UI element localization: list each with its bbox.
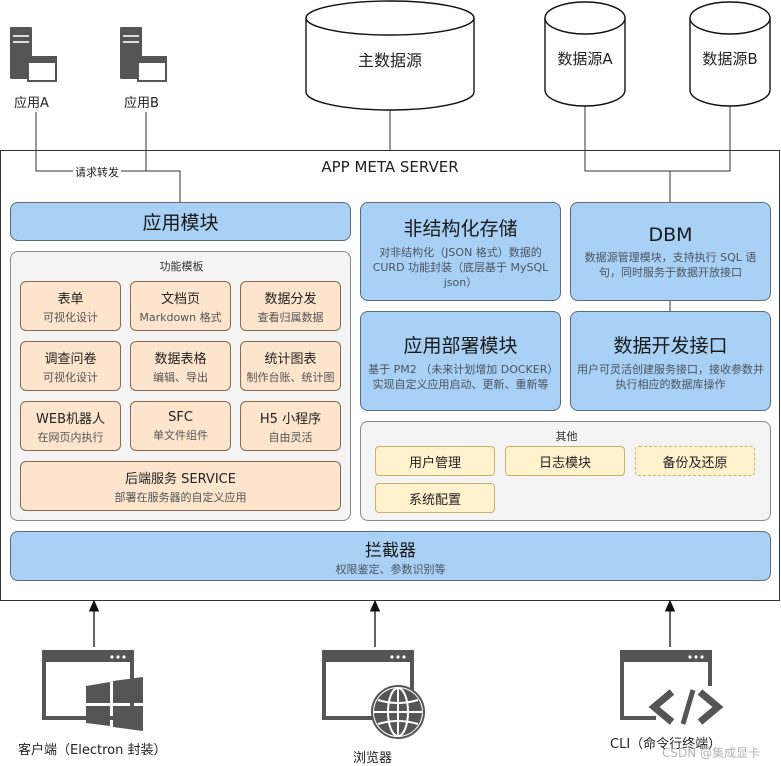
cli-label: CLI（命令行终端） bbox=[610, 737, 722, 752]
forward-label: 请求转发 bbox=[73, 164, 121, 180]
template-card: WEB机器人在网页内执行 bbox=[20, 401, 121, 451]
unstructured-storage-title: 非结构化存储 bbox=[403, 217, 518, 240]
backend-service-title: 后端服务 SERVICE bbox=[125, 471, 236, 487]
template-card: SFC 单文件组件 bbox=[130, 401, 231, 451]
app-b-label: 应用B bbox=[124, 96, 159, 111]
windows-app-icon bbox=[42, 650, 146, 732]
browser-label: 浏览器 bbox=[353, 751, 393, 766]
dbm-box: DBM 数据源管理模块，支持执行 SQL 语句，同时服务于数据开放接口 bbox=[570, 202, 771, 301]
datasource-b-cylinder: 数据源B bbox=[689, 0, 771, 108]
template-card-title: 文档页 bbox=[160, 291, 200, 307]
template-card-desc: 可视化设计 bbox=[43, 310, 98, 324]
template-card-desc: 查看归属数据 bbox=[257, 310, 324, 324]
template-card-title: H5 小程序 bbox=[259, 411, 322, 427]
template-card-desc: 编辑、导出 bbox=[153, 370, 208, 384]
template-card-title: 数据表格 bbox=[154, 351, 207, 367]
dbm-title: DBM bbox=[648, 223, 693, 246]
client-electron-label: 客户端（Electron 封装） bbox=[18, 743, 167, 758]
app-a-label: 应用A bbox=[14, 96, 49, 111]
open-api-box: 数据开发接口 用户可灵活创建服务接口，接收参数并执行相应的数据库操作 bbox=[570, 311, 771, 411]
deploy-module-box: 应用部署模块 基于 PM2 （未来计划增加 DOCKER）实现自定义应用启动、更… bbox=[360, 311, 561, 411]
datasource-b-label: 数据源B bbox=[702, 50, 758, 68]
template-card-desc: Markdown 格式 bbox=[139, 310, 222, 324]
template-card-desc: 在网页内执行 bbox=[37, 430, 104, 444]
deploy-module-desc: 基于 PM2 （未来计划增加 DOCKER）实现自定义应用启动、更新、重新等 bbox=[368, 362, 553, 391]
datasource-a-label: 数据源A bbox=[557, 50, 613, 68]
template-card: 统计图表制作台账、统计图 bbox=[240, 341, 341, 391]
log-module-box: 日志模块 bbox=[505, 446, 625, 476]
dbm-desc: 数据源管理模块，支持执行 SQL 语句，同时服务于数据开放接口 bbox=[584, 250, 757, 279]
deploy-module-title: 应用部署模块 bbox=[403, 334, 518, 357]
open-api-title: 数据开发接口 bbox=[613, 334, 728, 357]
backend-service-desc: 部署在服务器的自定义应用 bbox=[114, 490, 247, 504]
template-card-title: 调查问卷 bbox=[44, 351, 97, 367]
template-card-title: 数据分发 bbox=[264, 291, 317, 307]
server-title: APP META SERVER bbox=[321, 158, 459, 176]
template-card: H5 小程序自由灵活 bbox=[240, 401, 341, 451]
user-management-box: 用户管理 bbox=[375, 446, 495, 476]
template-card-desc: 单文件组件 bbox=[153, 428, 208, 442]
backup-restore-box: 备份及还原 bbox=[635, 446, 755, 476]
template-card-title: 表单 bbox=[57, 291, 84, 307]
unstructured-storage-desc: 对非结构化（JSON 格式）数据的 CURD 功能封装（底层基于 MySQL j… bbox=[372, 245, 549, 289]
unstructured-storage-box: 非结构化存储 对非结构化（JSON 格式）数据的 CURD 功能封装（底层基于 … bbox=[360, 202, 561, 301]
template-card-desc: 制作台账、统计图 bbox=[246, 370, 335, 384]
interceptor-title: 拦截器 bbox=[365, 540, 416, 561]
open-api-desc: 用户可灵活创建服务接口，接收参数并执行相应的数据库操作 bbox=[577, 362, 764, 391]
datasource-a-cylinder: 数据源A bbox=[544, 0, 626, 108]
template-card: 调查问卷可视化设计 bbox=[20, 341, 121, 391]
app-module-box: 应用模块 bbox=[10, 202, 351, 241]
app-module-title: 应用模块 bbox=[142, 212, 219, 234]
template-card: 数据分发查看归属数据 bbox=[240, 281, 341, 331]
interceptor-box: 拦截器 权限鉴定、参数识别等 bbox=[10, 531, 771, 581]
watermark: CSDN @集成显卡 bbox=[662, 746, 761, 760]
browser-globe-icon bbox=[322, 650, 426, 742]
function-templates-title: 功能模板 bbox=[159, 260, 204, 273]
others-title: 其他 bbox=[555, 430, 578, 443]
app-a-server-icon bbox=[10, 27, 58, 85]
template-card-desc: 自由灵活 bbox=[268, 430, 313, 444]
main-datasource-cylinder: 主数据源 bbox=[305, 0, 475, 112]
template-card: 数据表格编辑、导出 bbox=[130, 341, 231, 391]
template-card-desc: 可视化设计 bbox=[43, 370, 98, 384]
terminal-code-icon bbox=[620, 650, 724, 732]
template-card-title: 统计图表 bbox=[264, 351, 317, 367]
app-b-server-icon bbox=[120, 27, 168, 85]
template-card: 文档页 Markdown 格式 bbox=[130, 281, 231, 331]
backend-service-box: 后端服务 SERVICE 部署在服务器的自定义应用 bbox=[20, 461, 341, 511]
template-card: 表单可视化设计 bbox=[20, 281, 121, 331]
main-datasource-label: 主数据源 bbox=[357, 51, 422, 70]
interceptor-desc: 权限鉴定、参数识别等 bbox=[335, 562, 446, 576]
template-card-title: WEB机器人 bbox=[36, 411, 105, 427]
system-config-box: 系统配置 bbox=[375, 483, 495, 513]
connector-ds-a-b bbox=[584, 105, 731, 172]
template-card-title: SFC bbox=[168, 409, 193, 425]
